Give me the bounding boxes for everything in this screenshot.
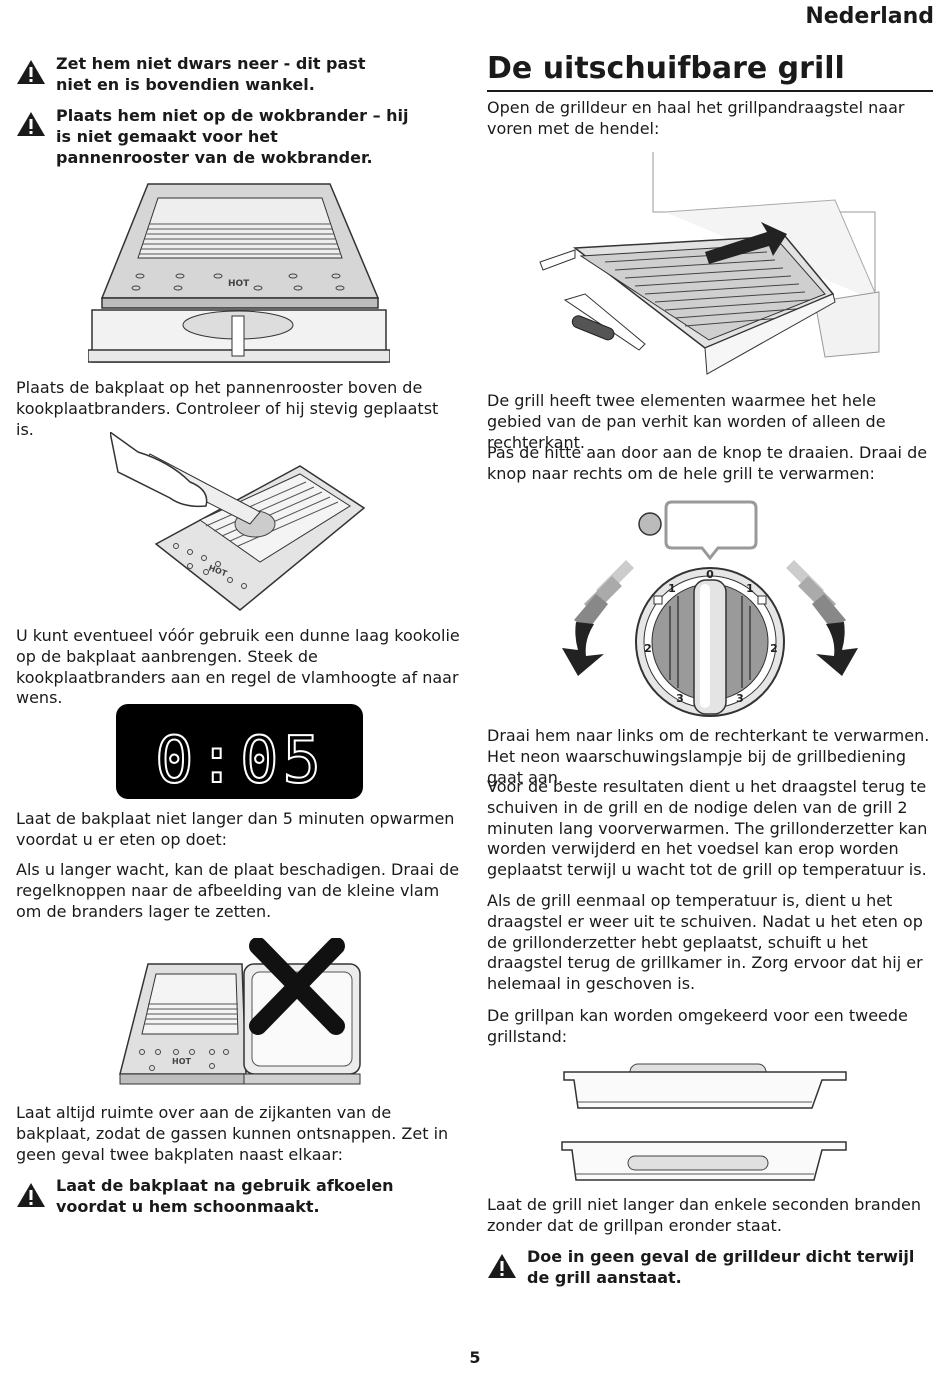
paragraph: Draai hem naar links om de rechterkant t…: [487, 726, 930, 787]
arrow-left-icon: [705, 222, 787, 264]
knob-mark-1-left: 1: [668, 582, 676, 595]
paragraph: Laat altijd ruimte over aan de zijkanten…: [16, 1103, 449, 1164]
grill-pan-positions-illustration: [561, 1063, 847, 1181]
grill-knob-illustration: 0 1 1 2 2 3 3: [562, 500, 858, 717]
timer-readout: 0:05: [154, 723, 325, 799]
heat-arrow-left-icon: [562, 560, 634, 676]
warning-block-4: Doe in geen geval de grilldeur dicht ter…: [487, 1247, 933, 1289]
paragraph: Als u langer wacht, kan de plaat beschad…: [16, 860, 460, 921]
page-number: 5: [469, 1348, 481, 1367]
paragraph: De grill heeft twee elementen waarmee he…: [487, 391, 886, 452]
knob-mark-2-right: 2: [770, 642, 778, 655]
warning-triangle-icon: [488, 1254, 516, 1278]
knob-mark-0: 0: [706, 568, 714, 581]
paragraph: Plaats de bakplaat op het pannenrooster …: [16, 378, 439, 439]
paragraph: De grillpan kan worden omgekeerd voor ee…: [487, 1006, 908, 1046]
hot-label: HOT: [228, 279, 250, 289]
paragraph: Laat de bakplaat niet langer dan 5 minut…: [16, 809, 455, 849]
knob-mark-1-right: 1: [746, 582, 754, 595]
paragraph: Voor de beste resultaten dient u het dra…: [487, 777, 928, 880]
section-title: De uitschuifbare grill: [487, 50, 933, 92]
warning-triangle-icon: [17, 1183, 45, 1207]
language-label: Nederland: [805, 4, 934, 29]
warning-text: Doe in geen geval de grilldeur dicht ter…: [527, 1247, 915, 1287]
paragraph: Open de grilldeur en haal het grillpandr…: [487, 98, 905, 138]
cross-icon: [249, 938, 345, 1035]
timer-digits: 0:05: [155, 724, 325, 798]
grill-tray-pullout-illustration: [539, 152, 880, 375]
warning-block-2: Plaats hem niet op de wokbrander – hij i…: [16, 106, 416, 168]
paragraph: Pas de hitte aan door aan de knop te dra…: [487, 443, 928, 483]
paragraph: Laat de grill niet langer dan enkele sec…: [487, 1195, 922, 1235]
warning-text: Zet hem niet dwars neer - dit past niet …: [56, 54, 366, 94]
warning-text: Plaats hem niet op de wokbrander – hij i…: [56, 106, 409, 167]
warning-triangle-icon: [17, 60, 45, 84]
knob-mark-3-left: 3: [676, 692, 684, 705]
warning-text: Laat de bakplaat na gebruik afkoelen voo…: [56, 1176, 394, 1216]
paragraph: Als de grill eenmaal op temperatuur is, …: [487, 891, 923, 994]
neon-indicator-icon: [638, 512, 662, 536]
warning-block-1: Zet hem niet dwars neer - dit past niet …: [16, 54, 396, 96]
warning-block-3: Laat de bakplaat na gebruik afkoelen voo…: [16, 1176, 466, 1218]
griddle-on-burner-illustration: HOT: [88, 183, 390, 363]
heat-arrow-right-icon: [786, 560, 858, 676]
knob-mark-2-left: 2: [644, 642, 652, 655]
oiling-plate-illustration: HOT: [110, 432, 366, 611]
speech-bubble-icon: [664, 500, 758, 561]
paragraph: U kunt eventueel vóór gebruik een dunne …: [16, 626, 460, 708]
hot-label: HOT: [172, 1057, 191, 1066]
knob-mark-3-right: 3: [736, 692, 744, 705]
two-plates-wrong-illustration: HOT: [119, 938, 361, 1085]
timer-display: 0:05: [116, 704, 363, 799]
warning-triangle-icon: [17, 112, 45, 136]
